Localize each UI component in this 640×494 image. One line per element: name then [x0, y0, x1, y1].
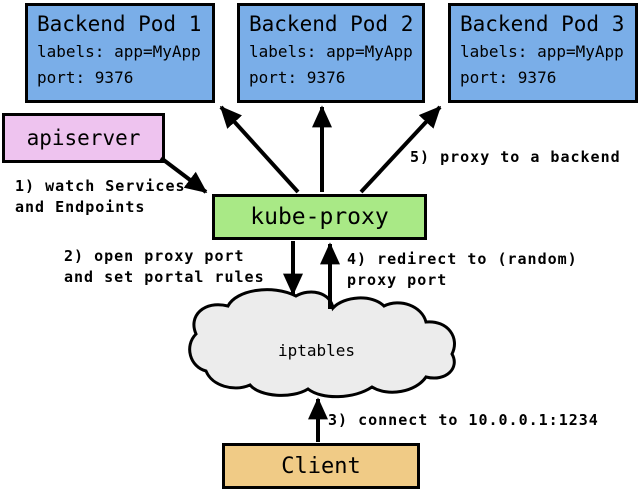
- backend-pod-3-labels: labels: app=MyApp: [460, 42, 624, 61]
- backend-pod-2-title: Backend Pod 2: [249, 12, 414, 36]
- kube-proxy-label: kube-proxy: [250, 204, 389, 230]
- backend-pod-1-port: port: 9376: [37, 68, 134, 87]
- client-box: Client: [222, 443, 420, 489]
- backend-pod-1-title: Backend Pod 1: [37, 12, 202, 36]
- apiserver-label: apiserver: [26, 126, 141, 150]
- backend-pod-2-box: Backend Pod 2 labels: app=MyApp port: 93…: [237, 3, 425, 103]
- annotation-step-2: 2) open proxy port and set portal rules: [64, 247, 265, 286]
- backend-pod-3-title: Backend Pod 3: [460, 12, 625, 36]
- kube-proxy-box: kube-proxy: [212, 194, 427, 240]
- apiserver-box: apiserver: [2, 113, 165, 163]
- annotation-step-3: 3) connect to 10.0.0.1:1234: [328, 411, 599, 429]
- client-label: Client: [281, 453, 361, 479]
- backend-pod-3-port: port: 9376: [460, 68, 557, 87]
- annotation-step-5: 5) proxy to a backend: [410, 148, 621, 166]
- backend-pod-3-box: Backend Pod 3 labels: app=MyApp port: 93…: [448, 3, 638, 103]
- annotation-step-4: 4) redirect to (random) proxy port: [347, 250, 578, 289]
- annotation-step-1: 1) watch Services and Endpoints: [15, 177, 186, 216]
- backend-pod-2-labels: labels: app=MyApp: [249, 42, 413, 61]
- backend-pod-1-labels: labels: app=MyApp: [37, 42, 201, 61]
- backend-pod-1-box: Backend Pod 1 labels: app=MyApp port: 93…: [25, 3, 215, 103]
- backend-pod-2-port: port: 9376: [249, 68, 346, 87]
